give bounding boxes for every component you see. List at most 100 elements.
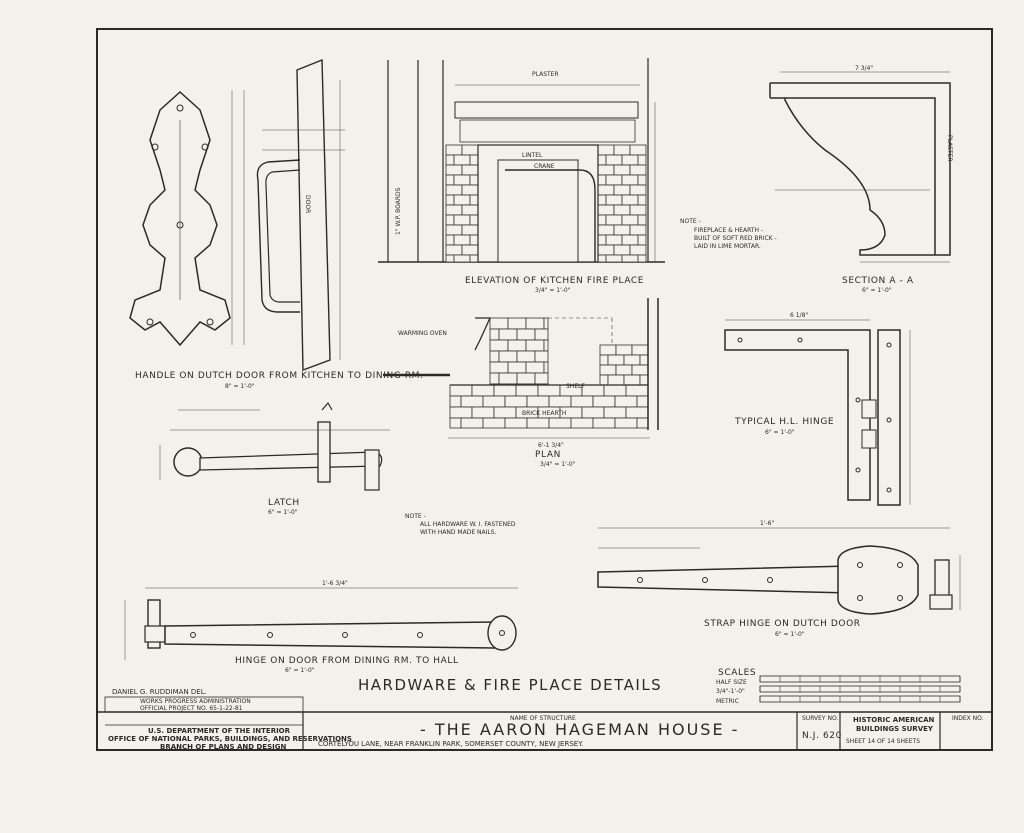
brick: [621, 174, 639, 186]
brick: [613, 144, 631, 156]
section-label: SECTION A - A: [842, 276, 914, 286]
brick: [597, 214, 607, 226]
brick: [621, 214, 639, 226]
elevation-scale: 3/4" = 1'-0": [535, 287, 571, 294]
brick: [631, 344, 649, 356]
brick: [482, 395, 506, 408]
hardware-note-3: WITH HAND MADE NAILS.: [420, 529, 497, 536]
brick: [534, 372, 549, 385]
brick: [526, 395, 550, 408]
brick: [453, 174, 471, 186]
brick: [603, 384, 627, 397]
brick: [597, 184, 615, 196]
brick: [629, 224, 647, 236]
brick: [453, 254, 471, 263]
brick: [605, 214, 623, 226]
scales-block: SCALES HALF SIZE 3/4"-1'-0" METRIC: [716, 668, 961, 705]
plan-label: PLAN: [535, 450, 561, 460]
brick: [445, 174, 455, 186]
brick: [525, 317, 545, 330]
brick: [516, 350, 536, 363]
brick: [592, 395, 616, 408]
brick: [637, 254, 647, 263]
brick: [507, 361, 527, 374]
wpa-line-1: WORKS PROGRESS ADMINISTRATION: [140, 698, 251, 705]
brick: [621, 254, 639, 263]
brick: [445, 184, 463, 196]
survey-no-label: SURVEY NO.: [802, 715, 838, 722]
brick: [537, 384, 561, 397]
plan-scale: 3/4" = 1'-0": [540, 461, 576, 468]
brick: [507, 317, 527, 330]
brick: [449, 384, 473, 397]
brick: [498, 372, 518, 385]
sheet-border: [96, 28, 993, 751]
brick: [525, 361, 545, 374]
brick: [526, 417, 550, 429]
brick: [453, 154, 471, 166]
brick: [461, 184, 479, 196]
brick: [445, 234, 455, 246]
habs-line-2: BUILDINGS SURVEY: [856, 725, 934, 733]
brick: [629, 244, 647, 256]
brick: [460, 395, 484, 408]
brick-hearth-label: BRICK HEARTH: [522, 410, 566, 417]
brick: [605, 234, 623, 246]
brick: [507, 339, 527, 352]
brick: [489, 372, 500, 385]
brick: [493, 384, 517, 397]
brick: [548, 417, 572, 429]
brick: [607, 354, 625, 366]
brick: [613, 164, 631, 176]
brick: [445, 244, 463, 256]
brick: [637, 234, 647, 246]
brick: [597, 194, 607, 206]
shelf-label: SHELF: [566, 383, 585, 390]
brick: [625, 406, 649, 419]
brick: [461, 224, 479, 236]
scales-heading: SCALES: [718, 668, 756, 678]
brick: [543, 317, 549, 330]
brick: [445, 144, 463, 156]
brick: [637, 154, 647, 166]
hl-hinge-drawing: 6 1/8": [724, 312, 911, 506]
brick: [597, 174, 607, 186]
brick: [534, 328, 549, 341]
brick: [614, 417, 638, 429]
brick: [597, 144, 615, 156]
brick: [570, 395, 594, 408]
brick: [548, 395, 572, 408]
brick: [599, 354, 609, 366]
name-of-structure-label: NAME OF STRUCTURE: [510, 715, 576, 722]
title-block: DANIEL G. RUDDIMAN DEL. WORKS PROGRESS A…: [97, 688, 992, 751]
brick: [621, 234, 639, 246]
elevation-label: ELEVATION OF KITCHEN FIRE PLACE: [465, 276, 644, 286]
brick: [489, 339, 509, 352]
dim-section: 7 3/4": [855, 65, 873, 72]
handle-label: HANDLE ON DUTCH DOOR FROM KITCHEN TO DIN…: [135, 371, 424, 381]
brick: [597, 224, 615, 236]
hl-hinge-scale: 6" = 1'-0": [765, 429, 795, 436]
sheet-info: SHEET 14 OF 14 SHEETS: [846, 738, 920, 745]
brick: [607, 374, 625, 386]
brick: [453, 234, 471, 246]
scale-half-size: HALF SIZE: [716, 679, 747, 686]
brick: [592, 417, 616, 429]
brick: [471, 384, 495, 397]
brick: [629, 164, 647, 176]
brick: [493, 406, 517, 419]
scale-metric: METRIC: [716, 698, 739, 705]
brick: [469, 194, 479, 206]
latch-label: LATCH: [268, 498, 300, 508]
brick: [625, 384, 649, 397]
brick: [445, 224, 463, 236]
brick: [461, 164, 479, 176]
plaster-top-label: PLASTER: [532, 71, 559, 78]
brick: [449, 417, 462, 429]
brick: [629, 204, 647, 216]
brick: [597, 254, 607, 263]
brick: [637, 174, 647, 186]
crane-label: CRANE: [534, 163, 555, 170]
index-no-label: INDEX NO.: [952, 715, 984, 722]
